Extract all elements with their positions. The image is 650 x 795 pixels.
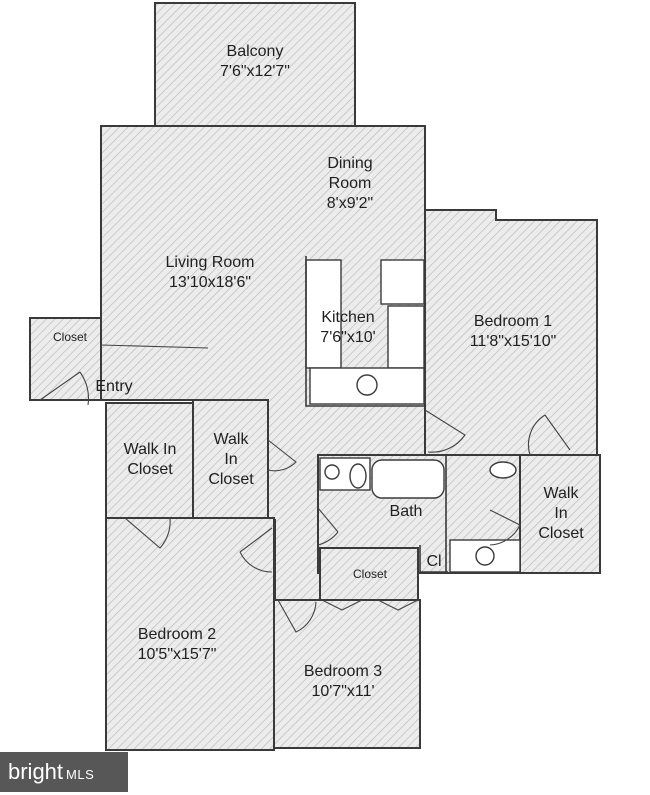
cl-label: Cl	[422, 552, 446, 572]
bath-sink	[324, 464, 340, 480]
living-dims: 13'10x18'6"	[168, 274, 252, 291]
entry-closet-name: Closet	[52, 330, 87, 344]
walkin-right-line1: Walk	[543, 485, 579, 502]
bath-label: Bath	[380, 502, 432, 522]
balcony-area	[154, 2, 356, 127]
bed3-closet-name: Closet	[352, 567, 387, 581]
walkin-left-line1: Walk In	[123, 441, 177, 458]
entry-closet-label: Closet	[40, 330, 100, 344]
bedroom1-label: Bedroom 1 11'8"x15'10"	[448, 312, 578, 352]
watermark-suffix: MLS	[66, 767, 95, 782]
walkin-mid-line1: Walk	[213, 431, 249, 448]
walkin-left-line2: Closet	[127, 461, 173, 478]
entry-label: Entry	[88, 377, 140, 397]
walkin-right-line2: In	[554, 505, 568, 522]
entry-name: Entry	[95, 378, 133, 395]
entry-door-swing	[39, 371, 90, 406]
kitchen-label: Kitchen 7'6"x10'	[308, 308, 388, 348]
bedroom-2-area	[105, 517, 275, 751]
kitchen-name: Kitchen	[321, 309, 375, 326]
walkin-mid-line3: Closet	[208, 471, 254, 488]
balcony-label: Balcony 7'6"x12'7"	[195, 42, 315, 82]
bed3-closet-label: Closet	[340, 567, 400, 581]
dining-label: Dining Room 8'x9'2"	[300, 154, 400, 214]
closet-door	[100, 344, 209, 349]
walkin-left-door	[124, 517, 171, 549]
walkin-right-door	[527, 414, 571, 456]
watermark-brand: bright	[8, 759, 64, 784]
dining-line2: Room	[328, 175, 372, 192]
bedroom2-name: Bedroom 2	[137, 626, 217, 643]
walkin-right-label: Walk In Closet	[522, 484, 600, 544]
walkin-right-area	[519, 454, 601, 574]
cl-name: Cl	[426, 553, 442, 570]
bed1-door	[424, 409, 466, 453]
bath-door	[317, 507, 339, 546]
kitchen-fridge	[380, 259, 425, 305]
bedroom1-dims: 11'8"x15'10"	[469, 333, 557, 350]
master-bath-door	[489, 509, 521, 546]
walkin-mid-label: Walk In Closet	[196, 430, 266, 490]
master-toilet	[489, 461, 517, 479]
toilet	[349, 463, 367, 489]
bedroom1-name: Bedroom 1	[473, 313, 553, 330]
kitchen-dims: 7'6"x10'	[320, 329, 376, 346]
bath-name: Bath	[389, 503, 423, 520]
entry-closet-area	[29, 317, 102, 401]
walkin-mid-line2: In	[224, 451, 238, 468]
bed3-door	[277, 599, 317, 633]
bedroom3-label: Bedroom 3 10'7"x11'	[278, 662, 408, 702]
dining-line1: Dining	[327, 155, 373, 172]
bed3-closet-area	[319, 547, 419, 601]
walkin-mid-door	[267, 439, 297, 472]
bedroom3-dims: 10'7"x11'	[311, 683, 375, 700]
interior-walls	[106, 256, 448, 573]
bed3-closet-doors	[321, 599, 419, 611]
balcony-name: Balcony	[226, 43, 284, 60]
dining-dims: 8'x9'2"	[326, 195, 374, 212]
kitchen-counter-right	[387, 305, 425, 369]
walkin-right-line3: Closet	[538, 525, 584, 542]
bedroom2-label: Bedroom 2 10'5"x15'7"	[112, 625, 242, 665]
master-sink	[475, 546, 495, 566]
walkin-mid-area	[192, 399, 269, 519]
balcony-dims: 7'6"x12'7"	[220, 63, 290, 80]
living-name: Living Room	[165, 254, 255, 271]
living-label: Living Room 13'10x18'6"	[140, 253, 280, 293]
bed2-door	[239, 527, 273, 573]
bedroom3-name: Bedroom 3	[303, 663, 383, 680]
walkin-left-label: Walk In Closet	[108, 440, 192, 480]
bedroom2-dims: 10'5"x15'7"	[137, 646, 217, 663]
kitchen-sink	[356, 374, 378, 396]
bathtub	[371, 459, 445, 499]
